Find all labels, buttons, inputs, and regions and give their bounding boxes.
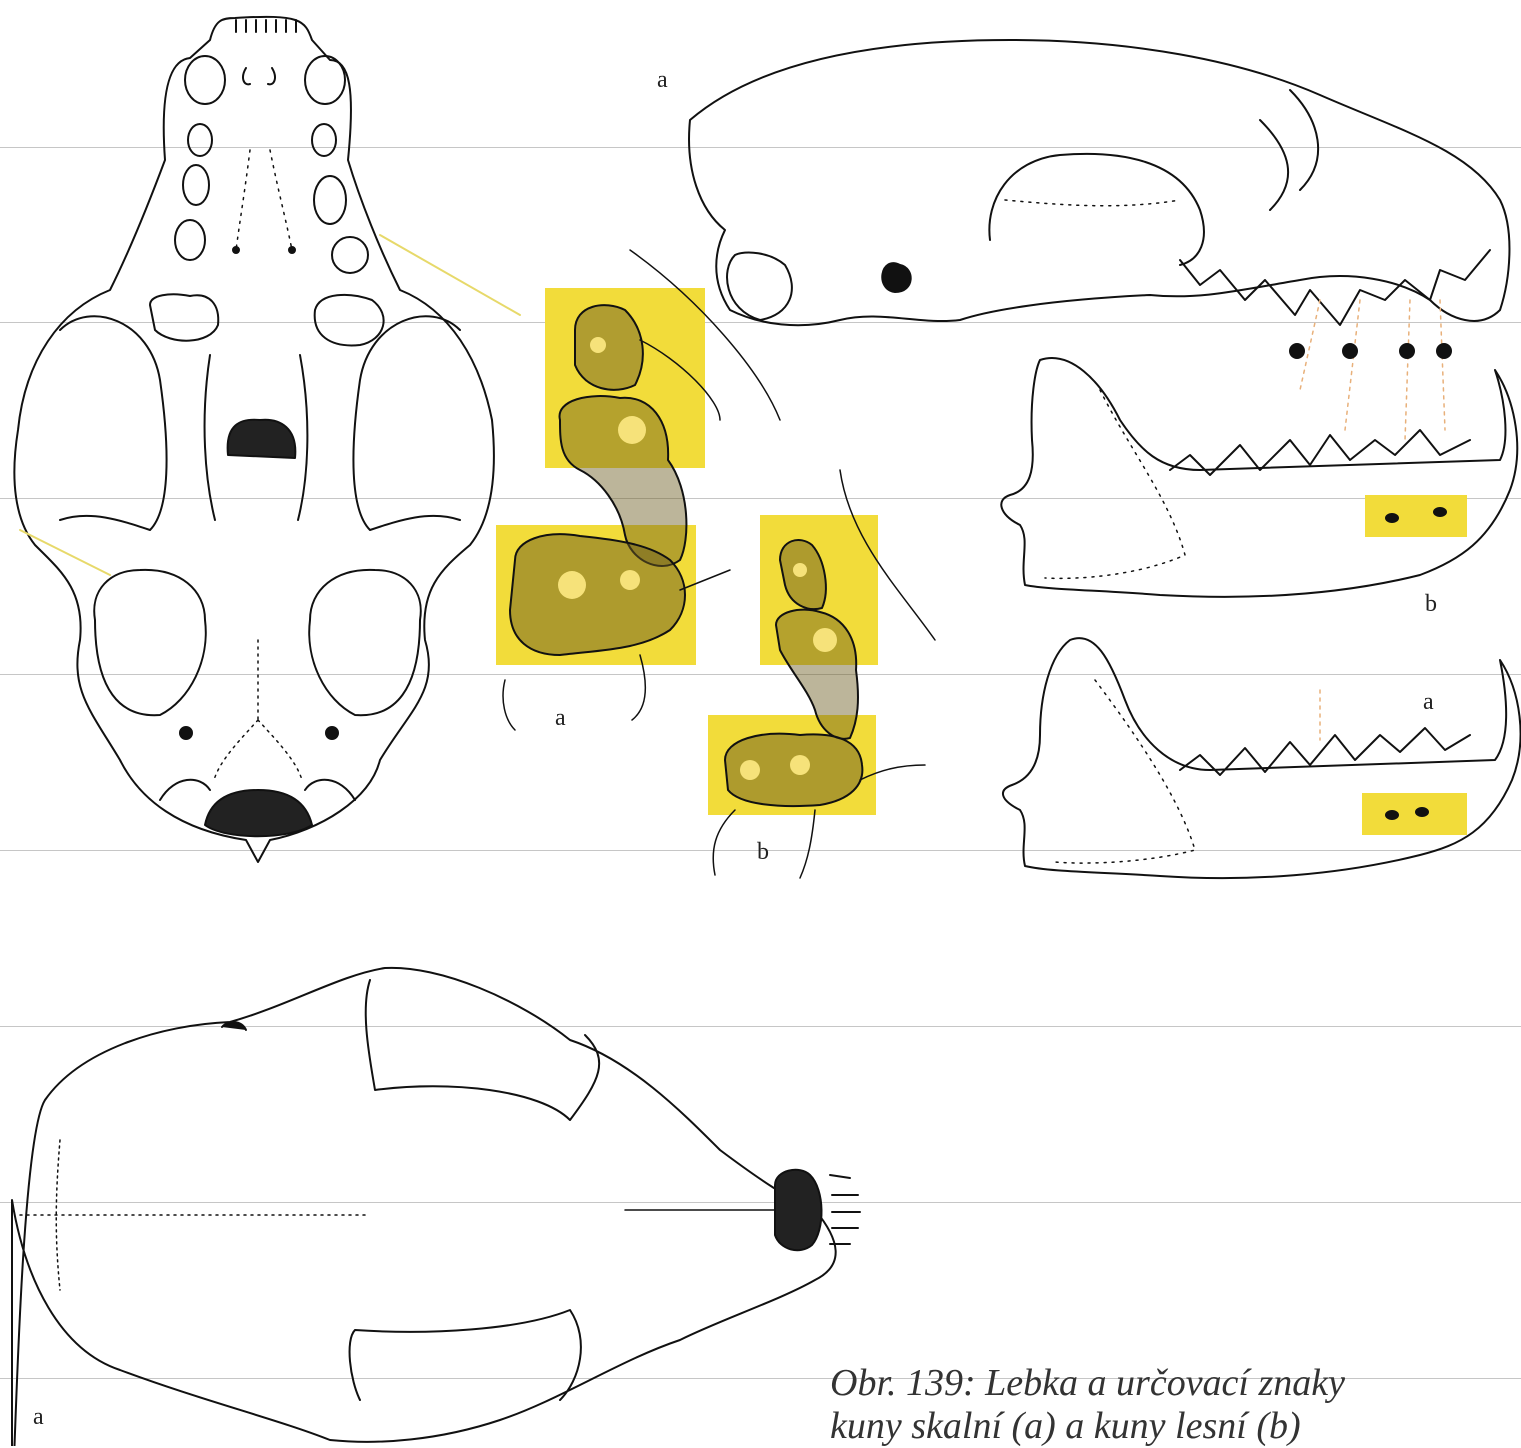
choanae-opening — [228, 420, 296, 458]
label-tooth-b: b — [757, 840, 769, 864]
palate-suture-lines — [236, 150, 292, 250]
dorsal-skull-outline — [12, 968, 836, 1446]
tooth-detail-a — [496, 250, 780, 730]
caption-line-1: Obr. 139: Lebka a určovací znaky — [830, 1362, 1510, 1405]
right-auditory-bulla — [309, 570, 421, 715]
figure-caption: Obr. 139: Lebka a určovací znaky kuny sk… — [830, 1362, 1510, 1448]
mandible-a-outline — [1003, 638, 1521, 878]
pointer-line-yellow-left — [20, 530, 110, 575]
basioccipital-suture — [214, 640, 302, 780]
ear-opening — [882, 263, 910, 292]
mandible-b-teeth — [1170, 430, 1470, 475]
pointer-line-yellow — [380, 235, 520, 315]
ventral-skull-drawing — [14, 17, 520, 862]
left-upper-tooth-row — [150, 56, 225, 341]
mandible-b-outline — [1001, 358, 1517, 597]
label-mandible-a: a — [1423, 690, 1434, 714]
label-lateral-skull: a — [657, 68, 668, 92]
mandible-a-teeth — [1180, 728, 1470, 775]
left-auditory-bulla — [94, 570, 206, 715]
upper-teeth-line — [1180, 250, 1490, 325]
caption-line-2: kuny skalní (a) a kuny lesní (b) — [830, 1405, 1510, 1448]
left-zygomatic-arch — [60, 316, 167, 530]
mandible-a-drawing — [1003, 638, 1521, 878]
lower-zygomatic-arch — [350, 1310, 581, 1400]
zygomatic-arch — [989, 154, 1204, 265]
highlight-box — [1362, 793, 1467, 835]
guide-lines — [1300, 300, 1445, 440]
orbit-lines — [1260, 90, 1318, 210]
tooth-detail-b — [708, 470, 935, 878]
lateral-skull-drawing — [689, 40, 1509, 440]
incisor-row — [236, 20, 296, 32]
lateral-skull-outline — [689, 40, 1509, 325]
right-zygomatic-arch — [353, 316, 460, 530]
palatine-fissures — [243, 68, 275, 84]
incisors-dorsal — [830, 1175, 860, 1244]
label-dorsal-skull: a — [33, 1405, 44, 1429]
highlight-box — [1365, 495, 1467, 537]
foramen-magnum — [205, 790, 312, 836]
dorsal-skull-drawing — [12, 968, 860, 1446]
mastoid — [727, 252, 792, 320]
nasal-opening — [775, 1170, 822, 1250]
mandible-b-drawing — [1001, 358, 1517, 597]
upper-zygomatic-arch — [366, 980, 599, 1120]
label-mandible-b: b — [1425, 592, 1437, 616]
label-tooth-a: a — [555, 706, 566, 730]
right-upper-tooth-row — [305, 56, 384, 345]
